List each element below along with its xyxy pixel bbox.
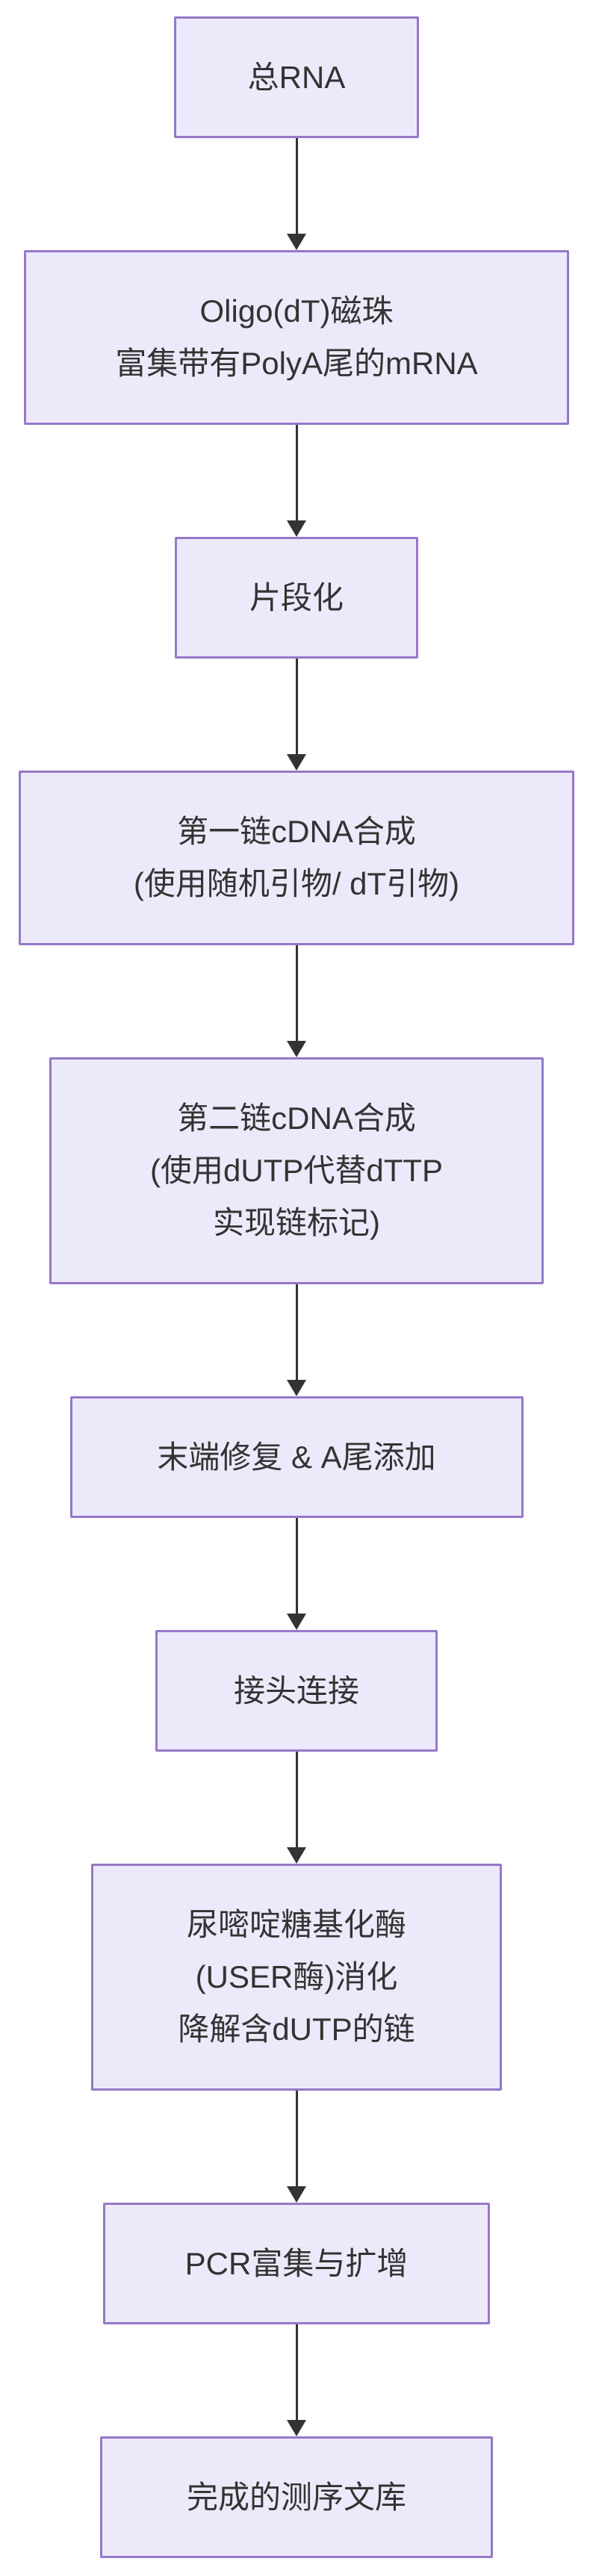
arrow-head-icon bbox=[287, 754, 306, 771]
node-oligo-dt-enrichment: Oligo(dT)磁珠 富集带有PolyA尾的mRNA bbox=[24, 250, 569, 425]
node-label-line: 第一链cDNA合成 bbox=[177, 814, 416, 849]
arrow-stem bbox=[295, 138, 298, 234]
node-label-line: (USER酶)消化 bbox=[195, 1959, 398, 1994]
flow-arrow bbox=[287, 138, 306, 250]
arrow-head-icon bbox=[287, 2186, 306, 2203]
arrow-head-icon bbox=[287, 1041, 306, 1057]
flow-arrow bbox=[287, 659, 306, 771]
node-label-line: 第二链cDNA合成 bbox=[177, 1101, 416, 1136]
node-label-line: Oligo(dT)磁珠 bbox=[199, 293, 394, 329]
node-fragmentation: 片段化 bbox=[175, 537, 418, 659]
arrow-head-icon bbox=[287, 520, 306, 537]
node-label-line: 总RNA bbox=[247, 59, 346, 95]
node-label-line: 富集带有PolyA尾的mRNA bbox=[115, 346, 478, 381]
arrow-stem bbox=[295, 945, 298, 1041]
flow-arrow bbox=[287, 945, 306, 1057]
node-pcr-amplification: PCR富集与扩增 bbox=[103, 2203, 490, 2324]
node-label-line: 接头连接 bbox=[233, 1673, 359, 1708]
node-final-sequencing-library: 完成的测序文库 bbox=[100, 2436, 493, 2558]
node-label-line: 完成的测序文库 bbox=[186, 2479, 406, 2515]
node-user-enzyme-digestion: 尿嘧啶糖基化酶 (USER酶)消化 降解含dUTP的链 bbox=[91, 1864, 502, 2091]
node-label-line: (使用随机引物/ dT引物) bbox=[133, 866, 460, 901]
arrow-stem bbox=[295, 1284, 298, 1380]
arrow-stem bbox=[295, 2324, 298, 2420]
arrow-head-icon bbox=[287, 234, 306, 250]
arrow-stem bbox=[295, 1752, 298, 1847]
arrow-head-icon bbox=[287, 1847, 306, 1864]
node-label-line: (使用dUTP代替dTTP bbox=[149, 1153, 444, 1188]
node-adapter-ligation: 接头连接 bbox=[155, 1630, 438, 1752]
arrow-stem bbox=[295, 425, 298, 520]
node-label-line: 末端修复 & A尾添加 bbox=[157, 1439, 436, 1475]
arrow-head-icon bbox=[287, 1614, 306, 1630]
node-end-repair-a-tailing: 末端修复 & A尾添加 bbox=[69, 1396, 524, 1518]
flow-arrow bbox=[287, 1284, 306, 1396]
flow-arrow bbox=[287, 425, 306, 537]
flow-arrow bbox=[287, 1752, 306, 1864]
flow-arrow bbox=[287, 1518, 306, 1630]
node-second-strand-cdna: 第二链cDNA合成 (使用dUTP代替dTTP 实现链标记) bbox=[49, 1057, 544, 1284]
arrow-stem bbox=[295, 1518, 298, 1614]
node-first-strand-cdna: 第一链cDNA合成 (使用随机引物/ dT引物) bbox=[19, 771, 574, 945]
node-label-line: 实现链标记) bbox=[213, 1205, 380, 1240]
flow-arrow bbox=[287, 2324, 306, 2436]
node-label-line: PCR富集与扩增 bbox=[184, 2245, 409, 2281]
arrow-head-icon bbox=[287, 1380, 306, 1396]
flow-arrow bbox=[287, 2091, 306, 2203]
arrow-stem bbox=[295, 2091, 298, 2186]
node-label-line: 降解含dUTP的链 bbox=[178, 2012, 415, 2047]
node-label-line: 片段化 bbox=[249, 579, 344, 615]
node-label-line: 尿嘧啶糖基化酶 bbox=[186, 1907, 406, 1942]
node-total-rna: 总RNA bbox=[174, 16, 419, 138]
arrow-stem bbox=[295, 659, 298, 754]
arrow-head-icon bbox=[287, 2420, 306, 2436]
